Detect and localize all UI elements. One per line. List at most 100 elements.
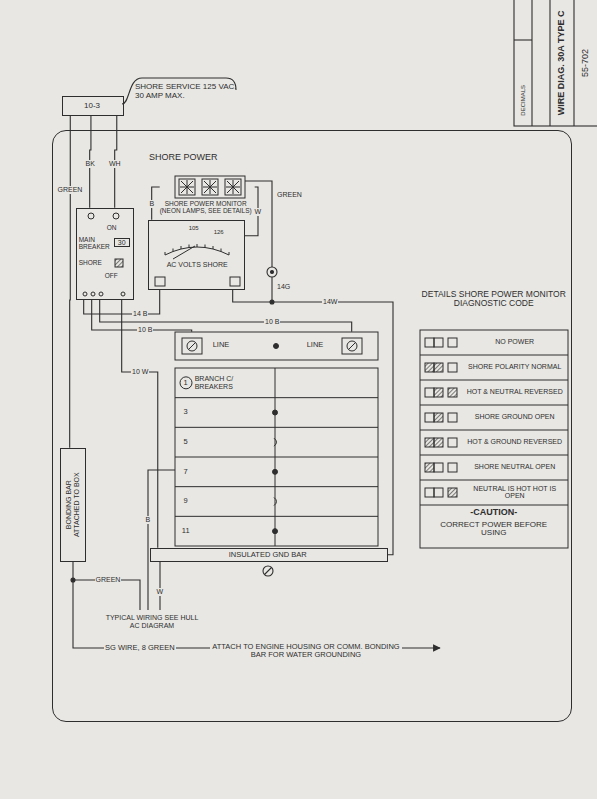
branch-panel-text: 7: [177, 468, 195, 476]
breaker-terminal: [121, 292, 125, 296]
branch-panel-text: BRANCH C/ BREAKERS: [195, 375, 271, 390]
scale-tick: [204, 244, 205, 247]
meter-terminal: [155, 277, 165, 286]
bus-tab: [274, 438, 277, 446]
lamp-icon: [434, 413, 443, 422]
diagnostic-row-line: [420, 379, 568, 380]
branch-panel-text: 3: [177, 408, 195, 416]
diagnostic-table-text: CORRECT POWER BEFORE USING: [440, 521, 548, 539]
scale-tick: [196, 244, 197, 247]
main-breaker-text: ON: [107, 224, 131, 231]
scale-tick: [212, 246, 213, 249]
scale-tick: [228, 252, 229, 255]
screw-slot: [265, 568, 272, 575]
breaker-terminal: [113, 213, 119, 219]
green-wire: [73, 580, 140, 610]
wire-note: GREEN: [277, 191, 302, 199]
wire-label: GREEN: [57, 186, 84, 194]
wire-connector: [122, 300, 158, 548]
volt-meter-text: 126: [209, 229, 229, 236]
lamp-mark: [227, 181, 239, 193]
diagnostic-frame: [420, 330, 568, 548]
lamp-icon: [448, 363, 457, 372]
lamp-icon: [434, 463, 443, 472]
scale-tick: [180, 246, 181, 249]
panel-enclosure: SHORE POWER ON MAIN BREAKER30SHORE OFF SHORE…: [52, 130, 572, 722]
wire-label: 10 B: [137, 326, 153, 334]
wire-label: 10 B: [264, 318, 280, 326]
neon-lamp: [225, 179, 241, 195]
lamp-icon: [434, 338, 443, 347]
ground-wire: [271, 277, 272, 302]
main-breaker-text: MAIN BREAKER: [79, 236, 112, 250]
main-breaker-text: OFF: [105, 272, 129, 279]
lamp-icon: [448, 463, 457, 472]
diagnostic-row-line: [420, 479, 568, 480]
monitor-lamps-text: SHORE POWER MONITOR (NEON LAMPS, SEE DET…: [160, 200, 252, 214]
main-breaker-text: 30: [114, 238, 130, 248]
diagnostic-table-text: DETAILS SHORE POWER MONITOR DIAGNOSTIC C…: [420, 290, 568, 309]
circuit-number-ring: [180, 377, 192, 389]
wire-label: BK: [85, 160, 96, 168]
wire-note: W: [156, 588, 165, 596]
black-wire: [148, 470, 175, 610]
breaker-flag: [115, 259, 123, 267]
branch-panel-text: 5: [177, 438, 195, 446]
title-block-rule: [573, 0, 574, 126]
neon-lamp: [202, 179, 218, 195]
diagnostic-table-text: SHORE GROUND OPEN: [464, 413, 566, 421]
wire-note: 14G: [277, 283, 290, 291]
bus-dot: [272, 410, 277, 415]
line-terminal: [342, 338, 362, 354]
screw-slot: [348, 342, 355, 349]
wire-note: 55-702: [581, 38, 591, 88]
lamp-icon: [448, 488, 457, 497]
lamp-icon: [425, 338, 434, 347]
meter-scale: [165, 247, 229, 255]
breaker-divider: [274, 368, 275, 546]
lamp-icon: [425, 463, 434, 472]
scale-tick: [188, 244, 189, 247]
cable-end-box: 10-3SHORE SERVICE 125 VAC. 30 AMP MAX.: [62, 96, 124, 116]
branch-panel-text: 11: [177, 527, 195, 535]
branch-panel-text: LINE: [213, 341, 245, 349]
wire-connector: [233, 290, 393, 555]
lamp-mark: [226, 186, 240, 187]
cable-end-box-text: SHORE SERVICE 125 VAC. 30 AMP MAX.: [135, 83, 245, 101]
branch-panel-text: 1: [179, 379, 193, 387]
breaker-table: [175, 368, 378, 546]
lamp-housing: [175, 176, 245, 198]
scale-tick: [220, 248, 221, 251]
white-wire: [159, 562, 160, 610]
diagnostic-table: DETAILS SHORE POWER MONITOR DIAGNOSTIC C…: [420, 290, 571, 548]
lamp-icon: [425, 488, 434, 497]
wire-label: 14 B: [132, 310, 148, 318]
lamp-icon: [434, 363, 443, 372]
wire-note: WIRE DIAG. 30A TYPE C: [557, 2, 567, 124]
bonding-bar: BONDING BAR ATTACHED TO BOX: [60, 448, 86, 562]
wire-note: B: [145, 516, 152, 524]
ground-stud-center: [271, 271, 274, 274]
branch-panel-text: LINE: [307, 341, 339, 349]
breaker-row-line: [175, 456, 378, 457]
branch-panel-text: 9: [177, 497, 195, 505]
breaker-terminal: [99, 292, 103, 296]
main-breaker-text: SHORE: [79, 259, 112, 266]
main-breaker-outline: [77, 209, 135, 301]
diagnostic-row-line: [420, 404, 568, 405]
title-block: [514, 0, 597, 126]
meter-needle: [173, 246, 195, 259]
lamp-mark: [181, 181, 193, 193]
diagnostic-table-text: NO POWER: [464, 338, 566, 346]
lamp-icon: [434, 388, 443, 397]
wire-label: B: [149, 200, 156, 208]
bus-dot: [272, 528, 277, 533]
panel-enclosure-text: SHORE POWER: [149, 153, 269, 163]
bus-tab: [274, 497, 277, 505]
monitor-lamps: SHORE POWER MONITOR (NEON LAMPS, SEE DET…: [160, 176, 255, 217]
volt-meter-text: 105: [185, 225, 203, 232]
volt-meter-text: AC VOLTS SHORE: [167, 261, 228, 269]
lamp-icon: [448, 438, 457, 447]
green-wire: [245, 181, 272, 267]
line-terminal-strip: [175, 332, 378, 360]
